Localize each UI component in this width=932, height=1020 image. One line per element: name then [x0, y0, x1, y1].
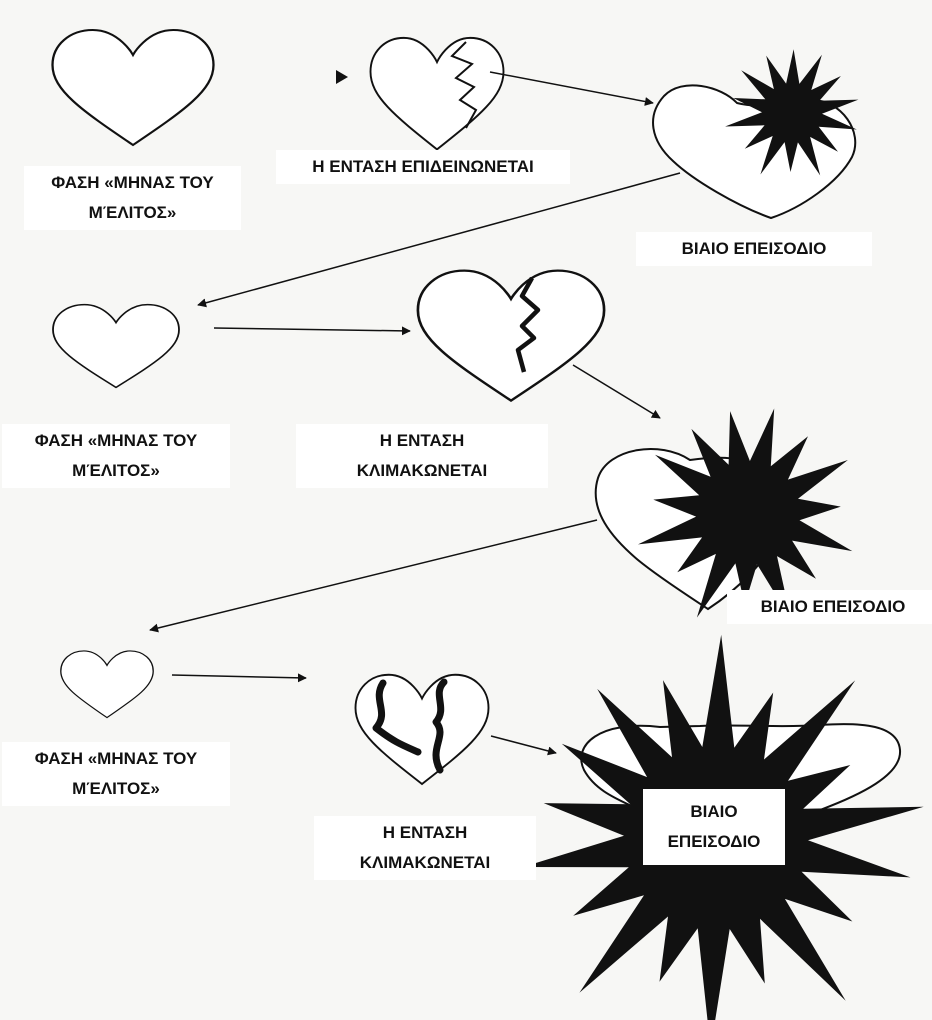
heart-icon [53, 30, 214, 145]
violence-label-3: ΒΙΑΙΟ ΕΠΕΙΣΟΔΙΟ [641, 787, 787, 867]
violence-label-2: ΒΙΑΙΟ ΕΠΕΙΣΟΔΙΟ [727, 590, 932, 624]
violence-heart-2 [596, 409, 853, 620]
label-line: ΒΙΑΙΟ [653, 797, 775, 827]
label-line: Η ΕΝΤΑΣΗ [320, 818, 530, 848]
label-line: ΜΈΛΙΤΟΣ» [8, 774, 224, 804]
honeymoon-label-3: ΦΑΣΗ «ΜΗΝΑΣ ΤΟΥ ΜΈΛΙΤΟΣ» [2, 742, 230, 806]
label-line: Η ΕΝΤΑΣΗ [302, 426, 542, 456]
honeymoon-heart-2 [53, 305, 179, 388]
violence-heart-1 [653, 49, 858, 218]
heart-icon [61, 651, 153, 718]
tension-label-2: Η ΕΝΤΑΣΗ ΚΛΙΜΑΚΩΝΕΤΑΙ [296, 424, 548, 488]
honeymoon-heart-1 [53, 30, 214, 145]
arrow-icon [490, 72, 653, 103]
label-line: ΒΙΑΙΟ ΕΠΕΙΣΟΔΙΟ [733, 592, 932, 622]
label-line: ΚΛΙΜΑΚΩΝΕΤΑΙ [302, 456, 542, 486]
label-line: ΜΈΛΙΤΟΣ» [30, 198, 235, 228]
honeymoon-label-1: ΦΑΣΗ «ΜΗΝΑΣ ΤΟΥ ΜΈΛΙΤΟΣ» [24, 166, 241, 230]
cracked-heart-icon [356, 675, 489, 784]
tension-label-1: Η ΕΝΤΑΣΗ ΕΠΙΔΕΙΝΩΝΕΤΑΙ [276, 150, 570, 184]
arrow-icon [336, 70, 348, 84]
arrow-icon [491, 736, 556, 753]
arrow-icon [573, 365, 660, 418]
tension-heart-1 [371, 38, 504, 150]
tension-label-3: Η ΕΝΤΑΣΗ ΚΛΙΜΑΚΩΝΕΤΑΙ [314, 816, 536, 880]
label-line: ΦΑΣΗ «ΜΗΝΑΣ ΤΟΥ [8, 744, 224, 774]
cracked-heart-icon [418, 271, 604, 401]
violence-label-1: ΒΙΑΙΟ ΕΠΕΙΣΟΔΙΟ [636, 232, 872, 266]
label-line: Η ΕΝΤΑΣΗ ΕΠΙΔΕΙΝΩΝΕΤΑΙ [282, 152, 564, 182]
label-line: ΚΛΙΜΑΚΩΝΕΤΑΙ [320, 848, 530, 878]
arrow-icon [172, 675, 306, 678]
cracked-heart-icon [371, 38, 504, 150]
honeymoon-heart-3 [61, 651, 153, 718]
tension-heart-2 [418, 271, 604, 401]
label-line: ΒΙΑΙΟ ΕΠΕΙΣΟΔΙΟ [642, 234, 866, 264]
label-line: ΦΑΣΗ «ΜΗΝΑΣ ΤΟΥ [30, 168, 235, 198]
label-line: ΕΠΕΙΣΟΔΙΟ [653, 827, 775, 857]
honeymoon-label-2: ΦΑΣΗ «ΜΗΝΑΣ ΤΟΥ ΜΈΛΙΤΟΣ» [2, 424, 230, 488]
arrow-icon [150, 520, 597, 630]
tension-heart-3 [356, 675, 489, 784]
heart-icon [53, 305, 179, 388]
label-line: ΜΈΛΙΤΟΣ» [8, 456, 224, 486]
arrow-icon [214, 328, 410, 331]
label-line: ΦΑΣΗ «ΜΗΝΑΣ ΤΟΥ [8, 426, 224, 456]
